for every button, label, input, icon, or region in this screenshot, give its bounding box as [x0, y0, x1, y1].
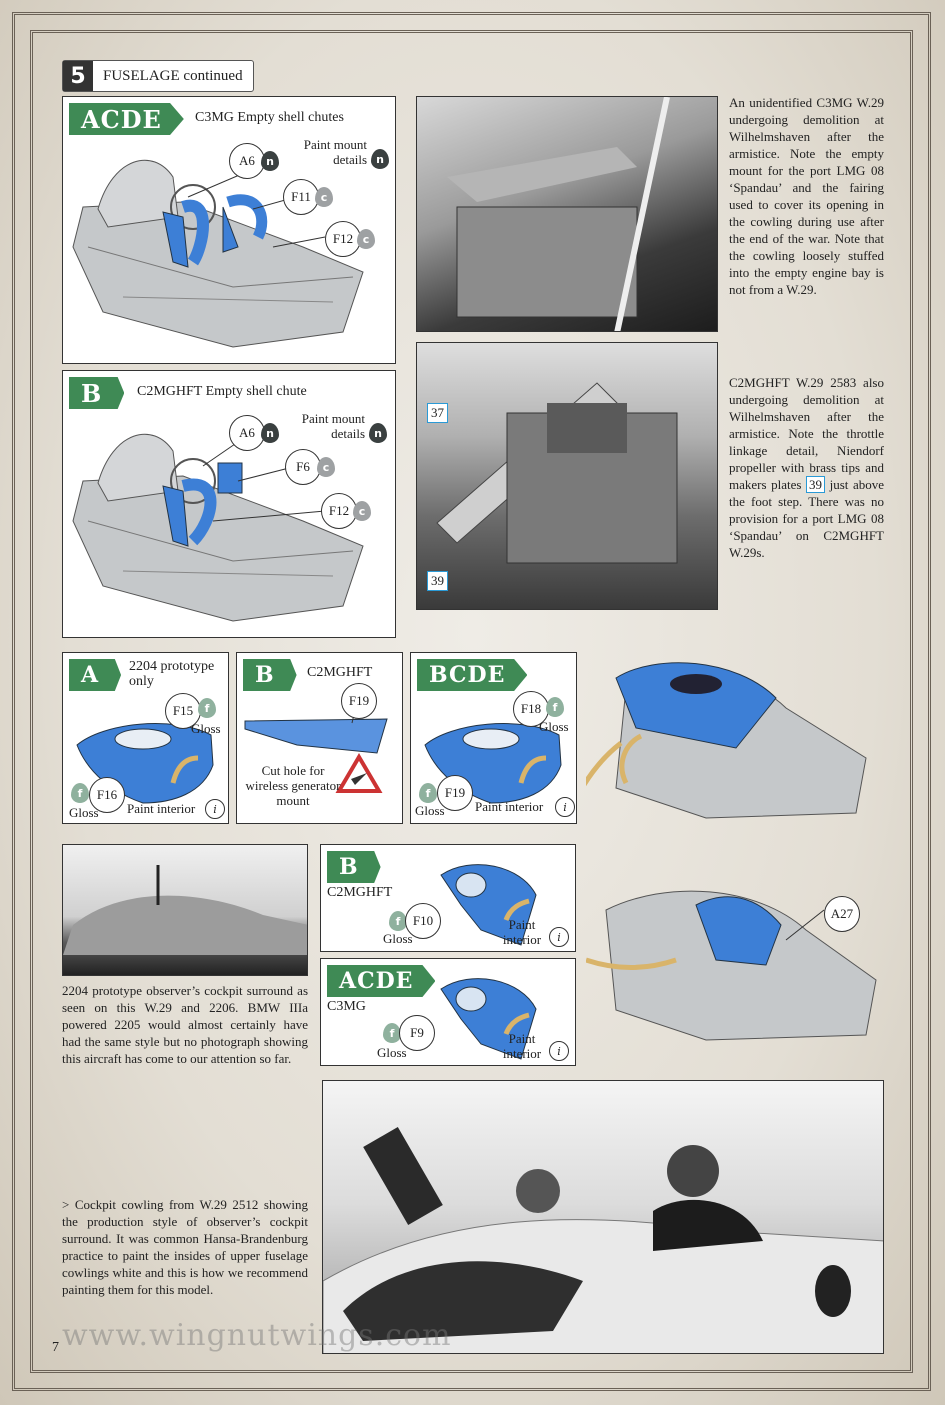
photo2-caption-b: just above the foot step. There was no p… [729, 477, 884, 560]
paint-code-icon: c [317, 457, 335, 477]
step-number: 5 [63, 61, 93, 91]
info-icon: i [555, 797, 575, 817]
photo2-caption-ref: 39 [806, 476, 826, 493]
paint-code-icon: f [383, 1023, 401, 1043]
finish-label: Gloss [415, 803, 445, 818]
variant-tag: A [69, 659, 122, 691]
part-callout-f18: F18 [513, 691, 549, 727]
photo4-caption: > Cockpit cowling from W.29 2512 showing… [62, 1197, 308, 1297]
info-icon: i [205, 799, 225, 819]
photo2-caption-a: C2MGHFT W.29 2583 also undergoing demoli… [729, 375, 884, 492]
paint-code-icon: c [315, 187, 333, 207]
part-callout-a6: A6 [229, 143, 265, 179]
paint-code-icon: n [261, 423, 279, 443]
paint-code-icon: f [198, 698, 216, 718]
panel-a-prototype-cowling: A 2204 prototype only F15 f Gloss f F16 … [62, 652, 229, 824]
panel-acde-f9-cowling: ACDE C3MG f F9 Gloss Paint interior i [320, 958, 576, 1066]
paint-note: Paint interior [475, 799, 544, 814]
variant-tag: ACDE [327, 965, 436, 997]
panel-b-shell-chute: B C2MGHFT Empty shell chute Paint mount … [62, 370, 396, 638]
finish-label: Gloss [383, 931, 413, 946]
part-callout-f12: F12 [325, 221, 361, 257]
paint-code-icon: c [357, 229, 375, 249]
paint-code-icon: c [353, 501, 371, 521]
finish-label: Gloss [69, 805, 99, 820]
paint-note: Paint interior [127, 801, 196, 816]
part-callout-f11: F11 [283, 179, 319, 215]
photo-2204-prototype [62, 844, 308, 976]
info-icon: i [549, 1041, 569, 1061]
panel-title: C3MG Empty shell chutes [195, 110, 344, 125]
panel-bcde-cowling: BCDE F18 f Gloss f F19 Gloss Paint inter… [410, 652, 577, 824]
photo2-caption: C2MGHFT W.29 2583 also undergoing demoli… [729, 374, 884, 561]
paint-code-icon: f [546, 697, 564, 717]
step-header: 5 FUSELAGE continued [62, 60, 254, 92]
paint-code-icon: n [369, 423, 387, 443]
outer-frame [12, 12, 931, 1391]
paint-note: Paint mount details [303, 137, 367, 167]
panel-title: 2204 prototype only [129, 659, 215, 689]
paint-code-icon: f [389, 911, 407, 931]
part-callout-a27: A27 [824, 896, 860, 932]
variant-tag: ACDE [69, 103, 184, 135]
part-callout-f16: F16 [89, 777, 125, 813]
panel-acde-shell-chutes: ACDE C3MG Empty shell chutes Paint mount… [62, 96, 396, 364]
inner-frame [30, 30, 913, 1373]
part-callout-f12: F12 [321, 493, 357, 529]
f10-cowling-drawing [440, 864, 537, 946]
fuselage-f10-assembly-drawing [586, 890, 877, 1041]
panel-title: C2MGHFT Empty shell chute [137, 384, 307, 399]
variant-tag: B [243, 659, 297, 691]
paint-code-icon: f [71, 783, 89, 803]
finish-label: Gloss [377, 1045, 407, 1060]
panel-b-f19-cut: B C2MGHFT F19 Cut hole for wireless gene… [236, 652, 403, 824]
f9-cowling-drawing [440, 978, 537, 1060]
panel-title: C2MGHFT [327, 885, 393, 900]
panel-b-f10-cowling: B C2MGHFT f F10 Gloss Paint interior i [320, 844, 576, 952]
photo-cockpit-cowling-2512 [322, 1080, 884, 1354]
finish-label: Gloss [191, 721, 221, 736]
cut-hole-note: Cut hole for wireless generator mount [245, 763, 341, 808]
paint-code-icon: f [419, 783, 437, 803]
fuselage-shell-chutes-drawing [72, 159, 364, 348]
photo1-caption: An unidentified C3MG W.29 undergoing dem… [729, 95, 884, 297]
f19-panel-drawing [244, 692, 388, 793]
finish-label: Gloss [539, 719, 569, 734]
photo-c3mg-demolition [416, 96, 718, 332]
part-callout-f15: F15 [165, 693, 201, 729]
photo3-caption: 2204 prototype observer’s cockpit surrou… [62, 983, 308, 1066]
photo-ref-37: 37 [427, 403, 448, 423]
fuselage-cowling-assembly-drawing [586, 662, 867, 819]
variant-tag: BCDE [417, 659, 528, 691]
paint-note: Paint interior [502, 1031, 542, 1061]
part-callout-f9: F9 [399, 1015, 435, 1051]
paint-note: Paint interior [502, 917, 542, 947]
fuselage-shell-chute-drawing [72, 432, 364, 622]
paint-note: Paint mount details [301, 411, 365, 441]
watermark: www.wingnutwings.com [62, 1318, 452, 1353]
info-icon: i [549, 927, 569, 947]
paint-code-icon: n [371, 149, 389, 169]
page-number: 7 [52, 1340, 59, 1355]
photo-ref-39: 39 [427, 571, 448, 591]
photo-c2mghft-demolition: 37 39 [416, 342, 718, 610]
panel-title: C2MGHFT [307, 665, 373, 680]
step-title: FUSELAGE continued [103, 67, 243, 84]
variant-tag: B [69, 377, 125, 409]
part-callout-f19: F19 [437, 775, 473, 811]
part-callout-a6: A6 [229, 415, 265, 451]
panel-title: C3MG [327, 999, 366, 1014]
part-callout-f19: F19 [341, 683, 377, 719]
part-callout-f10: F10 [405, 903, 441, 939]
paint-code-icon: n [261, 151, 279, 171]
variant-tag: B [327, 851, 381, 883]
part-callout-f6: F6 [285, 449, 321, 485]
